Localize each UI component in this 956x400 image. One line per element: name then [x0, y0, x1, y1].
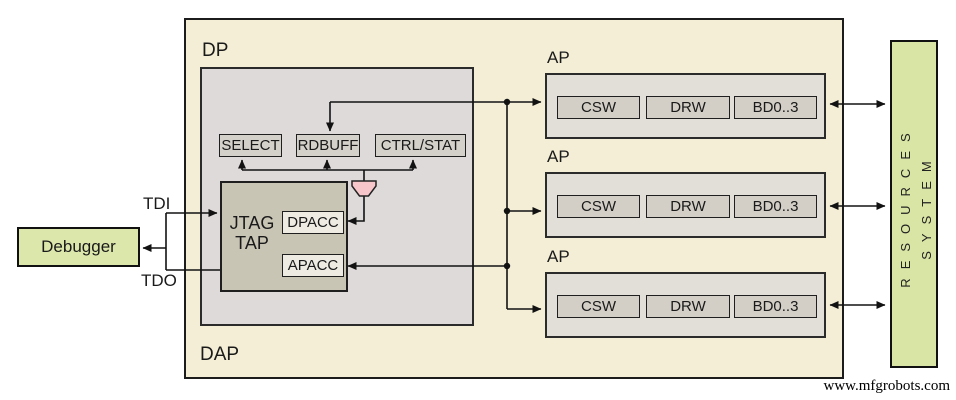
dp-label: DP: [202, 40, 229, 61]
system-resources-line2: RESOURCES: [898, 124, 913, 288]
system-resources-line1: SYSTEM: [919, 152, 934, 260]
ap1-drw-register: DRW: [646, 96, 730, 119]
system-resources-block: RESOURCES SYSTEM: [890, 40, 938, 368]
ap2-csw-register: CSW: [557, 195, 640, 218]
ap2-label: AP: [547, 147, 570, 166]
ap1-block: CSW DRW BD0..3: [545, 73, 826, 139]
ap2-drw-register: DRW: [646, 195, 730, 218]
ap1-csw-register: CSW: [557, 96, 640, 119]
ap3-label: AP: [547, 247, 570, 266]
jtag-tap-label-line1: JTAG: [229, 213, 275, 233]
dap-label: DAP: [200, 344, 240, 365]
jtag-tap-label-line2: TAP: [235, 233, 269, 253]
ap3-drw-register: DRW: [646, 295, 730, 318]
apacc-register: APACC: [282, 254, 344, 277]
ap3-bd-register: BD0..3: [734, 295, 817, 318]
ap2-bd-register: BD0..3: [734, 195, 817, 218]
tdi-signal-label: TDI: [143, 194, 171, 213]
ap1-label: AP: [547, 48, 570, 67]
tdo-signal-label: TDO: [141, 271, 177, 290]
dpacc-register: DPACC: [282, 211, 344, 234]
rdbuff-register: RDBUFF: [296, 134, 360, 157]
ap1-bd-register: BD0..3: [734, 96, 817, 119]
ap2-block: CSW DRW BD0..3: [545, 172, 826, 238]
debugger-block: Debugger: [17, 227, 140, 267]
system-resources-label: RESOURCES SYSTEM: [892, 42, 940, 370]
select-register: SELECT: [219, 134, 282, 157]
ap3-csw-register: CSW: [557, 295, 640, 318]
watermark-text: www.mfgrobots.com: [823, 378, 950, 394]
jtag-tap-label: JTAG TAP: [220, 213, 284, 253]
ctrl-stat-register: CTRL/STAT: [375, 134, 466, 157]
ap3-block: CSW DRW BD0..3: [545, 272, 826, 338]
